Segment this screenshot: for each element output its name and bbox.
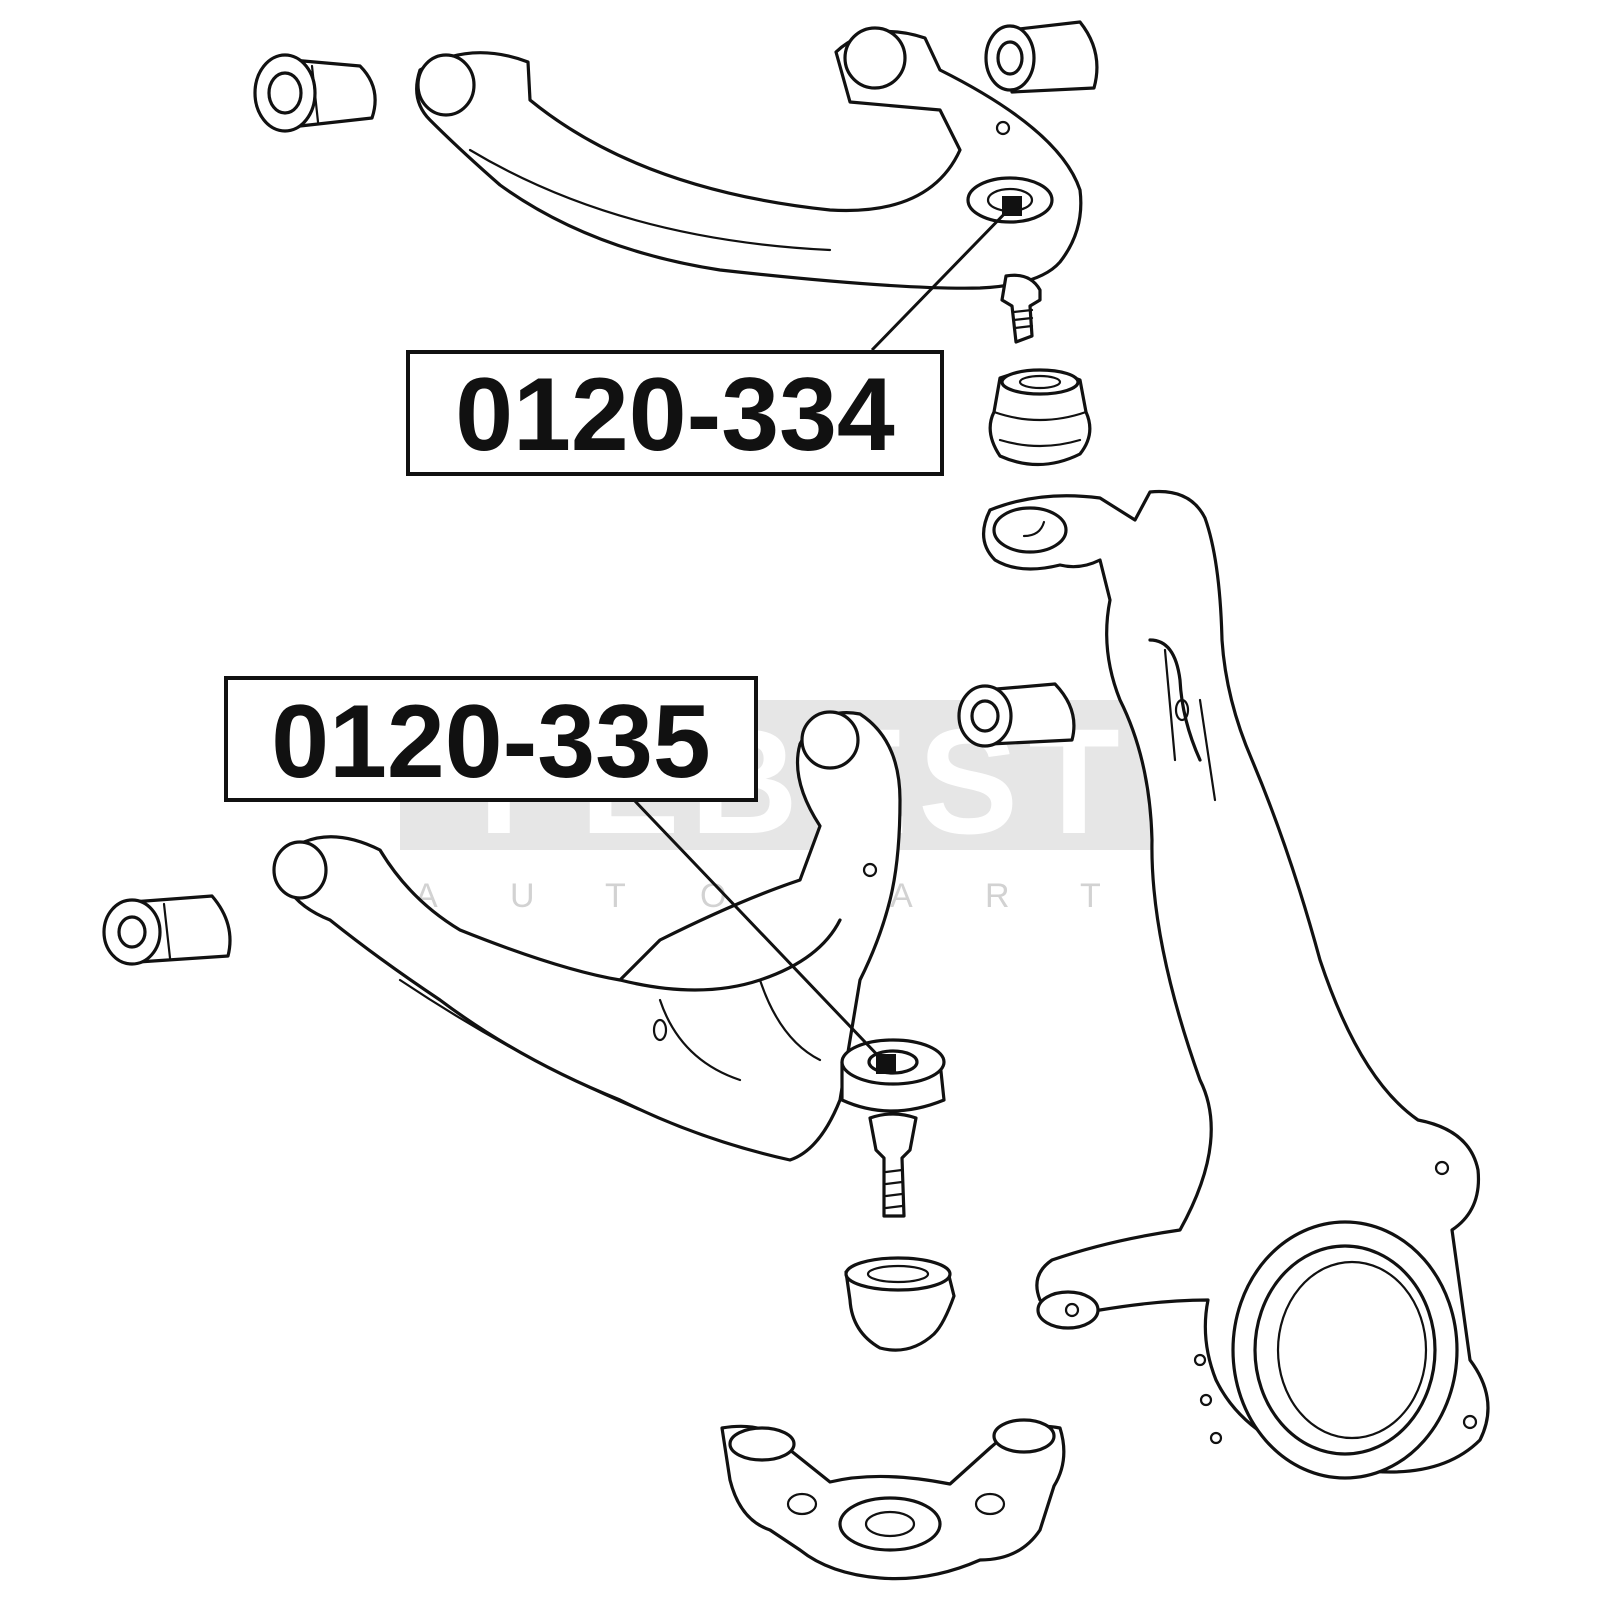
upper-ball-joint-stud bbox=[1000, 273, 1042, 344]
leader-marker bbox=[1002, 196, 1022, 216]
part-number-label: 0120-335 bbox=[271, 684, 711, 800]
watermark-tagline-letter: R bbox=[985, 877, 1010, 915]
leader-marker bbox=[876, 1054, 896, 1074]
bottom-bracket bbox=[720, 1418, 1066, 1581]
upper-arm-rear-bushing bbox=[984, 20, 1099, 94]
watermark-tagline-letter: U bbox=[510, 877, 535, 915]
part-number-box bbox=[224, 676, 758, 802]
upper-control-arm bbox=[415, 26, 1083, 290]
watermark-tagline-letter: T bbox=[605, 877, 626, 915]
part-number-box bbox=[406, 350, 944, 476]
lower-control-arm bbox=[272, 710, 902, 1162]
leader-line bbox=[632, 798, 888, 1066]
lower-arm-rear-bushing bbox=[957, 682, 1076, 748]
lower-arm-front-bushing bbox=[102, 894, 232, 966]
part-number-label: 0120-334 bbox=[455, 357, 895, 473]
watermark-tagline-letter: A bbox=[890, 877, 913, 915]
watermark-tagline-letter: T bbox=[1080, 877, 1101, 915]
steering-knuckle bbox=[982, 489, 1490, 1480]
lower-dust-boot bbox=[844, 1256, 956, 1352]
leader-line bbox=[870, 204, 1014, 352]
callout-0120-335: 0120-335 bbox=[224, 676, 896, 1074]
upper-dust-boot bbox=[988, 368, 1092, 467]
callout-0120-334: 0120-334 bbox=[406, 196, 1022, 476]
upper-arm-front-bushing bbox=[253, 53, 377, 133]
